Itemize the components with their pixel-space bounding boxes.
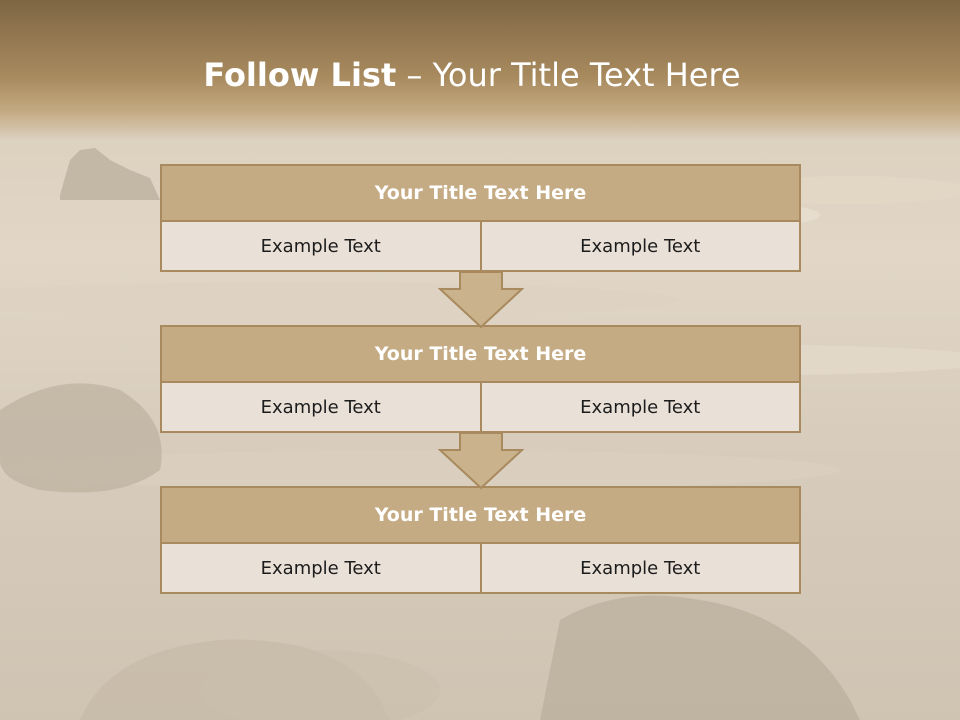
step-1-row: Example Text Example Text — [160, 222, 801, 272]
slide-title: Follow List – Your Title Text Here — [0, 52, 944, 98]
step-2-row: Example Text Example Text — [160, 383, 801, 433]
header-band — [0, 0, 960, 140]
slide-title-bold: Follow List — [203, 56, 397, 94]
step-1-cell-left: Example Text — [162, 222, 480, 270]
step-block-2: Your Title Text Here Example Text Exampl… — [160, 325, 801, 433]
step-1-cell-right: Example Text — [479, 222, 799, 270]
step-2-cell-right: Example Text — [479, 383, 799, 431]
step-block-1: Your Title Text Here Example Text Exampl… — [160, 164, 801, 272]
step-3-cell-left: Example Text — [162, 544, 480, 592]
step-3-row: Example Text Example Text — [160, 544, 801, 594]
down-arrow-icon — [438, 271, 524, 329]
step-2-cell-left: Example Text — [162, 383, 480, 431]
step-3-cell-right: Example Text — [479, 544, 799, 592]
step-block-3: Your Title Text Here Example Text Exampl… — [160, 486, 801, 594]
step-3-title: Your Title Text Here — [160, 486, 801, 544]
step-1-title: Your Title Text Here — [160, 164, 801, 222]
step-2-title: Your Title Text Here — [160, 325, 801, 383]
down-arrow-icon — [438, 432, 524, 490]
slide-title-rest: – Your Title Text Here — [396, 56, 741, 94]
